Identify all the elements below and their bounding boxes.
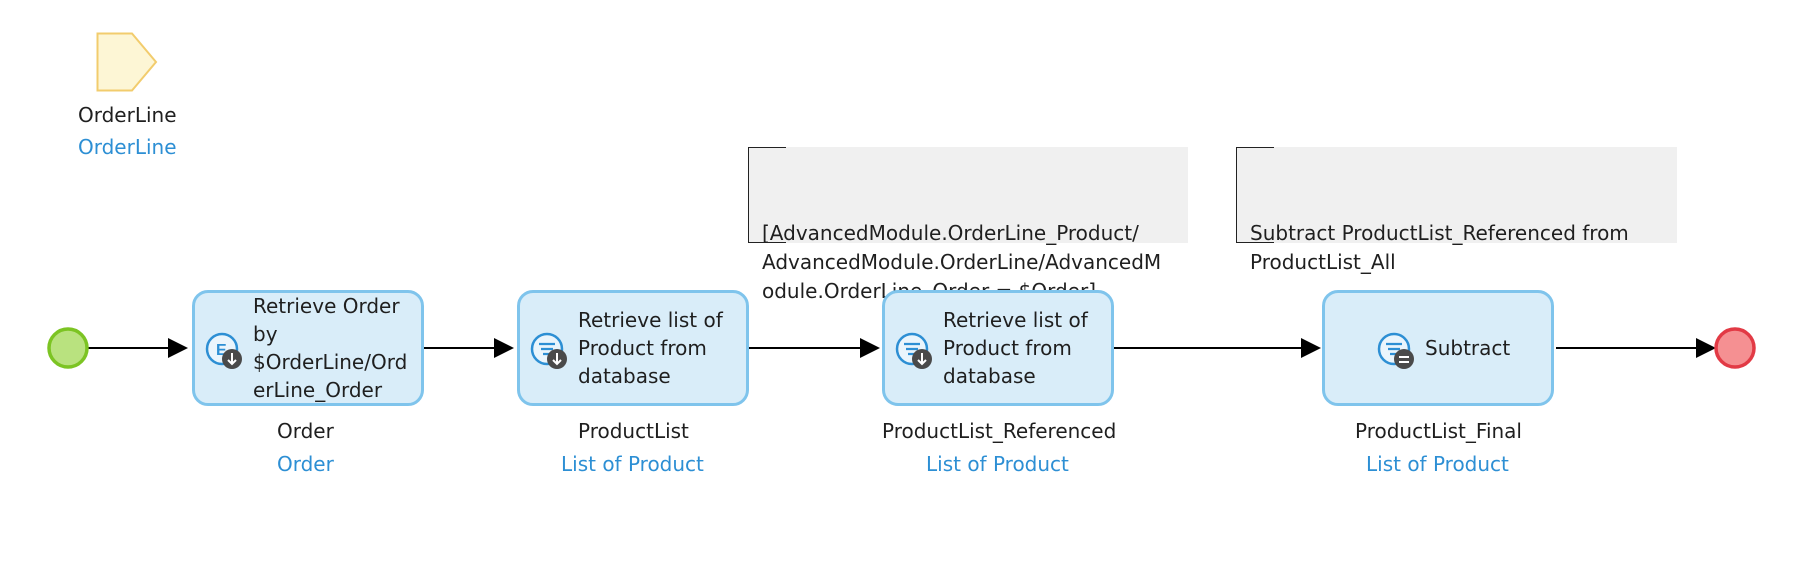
end-event-icon[interactable] [1714,327,1756,369]
annotation-bracket [748,147,786,243]
start-event-icon[interactable] [47,327,89,369]
activity-output-type: List of Product [1366,452,1509,476]
activity-output-name: Order [277,419,334,443]
annotation-subtract[interactable]: Subtract ProductList_Referenced from Pro… [1236,147,1677,274]
annotation-text: Subtract ProductList_Referenced from Pro… [1250,221,1629,274]
activity-output-name: ProductList_Final [1355,419,1522,443]
activity-retrieve-productlist-referenced[interactable]: Retrieve list of Product from database [882,290,1114,406]
activity-caption: Retrieve list of Product from database [943,308,1088,388]
activity-output-type: List of Product [561,452,704,476]
activity-retrieve-productlist[interactable]: Retrieve list of Product from database [517,290,749,406]
activity-subtract[interactable]: Subtract [1322,290,1554,406]
annotation-retrieve-constraint[interactable]: [AdvancedModule.OrderLine_Product/ Advan… [748,147,1188,303]
annotation-bracket [1236,147,1274,243]
list-operation-icon [1377,332,1414,369]
retrieve-database-icon [530,332,567,369]
activity-caption: Retrieve Order by $OrderLine/Ord erLine_… [253,294,408,402]
parameter-name: OrderLine [78,103,177,127]
retrieve-database-icon [895,332,932,369]
activity-caption: Subtract [1425,336,1511,360]
svg-text:E: E [216,342,227,359]
parameter-orderline[interactable]: OrderLine OrderLine [0,0,260,170]
parameter-icon [96,32,158,92]
activity-output-type: List of Product [926,452,1069,476]
activity-output-name: ProductList [578,419,689,443]
activity-caption: Retrieve list of Product from database [578,308,723,388]
activity-retrieve-order[interactable]: E Retrieve Order by $OrderLine/Ord erLin… [192,290,424,406]
activity-output-name: ProductList_Referenced [882,419,1117,443]
retrieve-association-icon: E [205,332,242,369]
parameter-type: OrderLine [78,135,177,159]
activity-output-type: Order [277,452,334,476]
